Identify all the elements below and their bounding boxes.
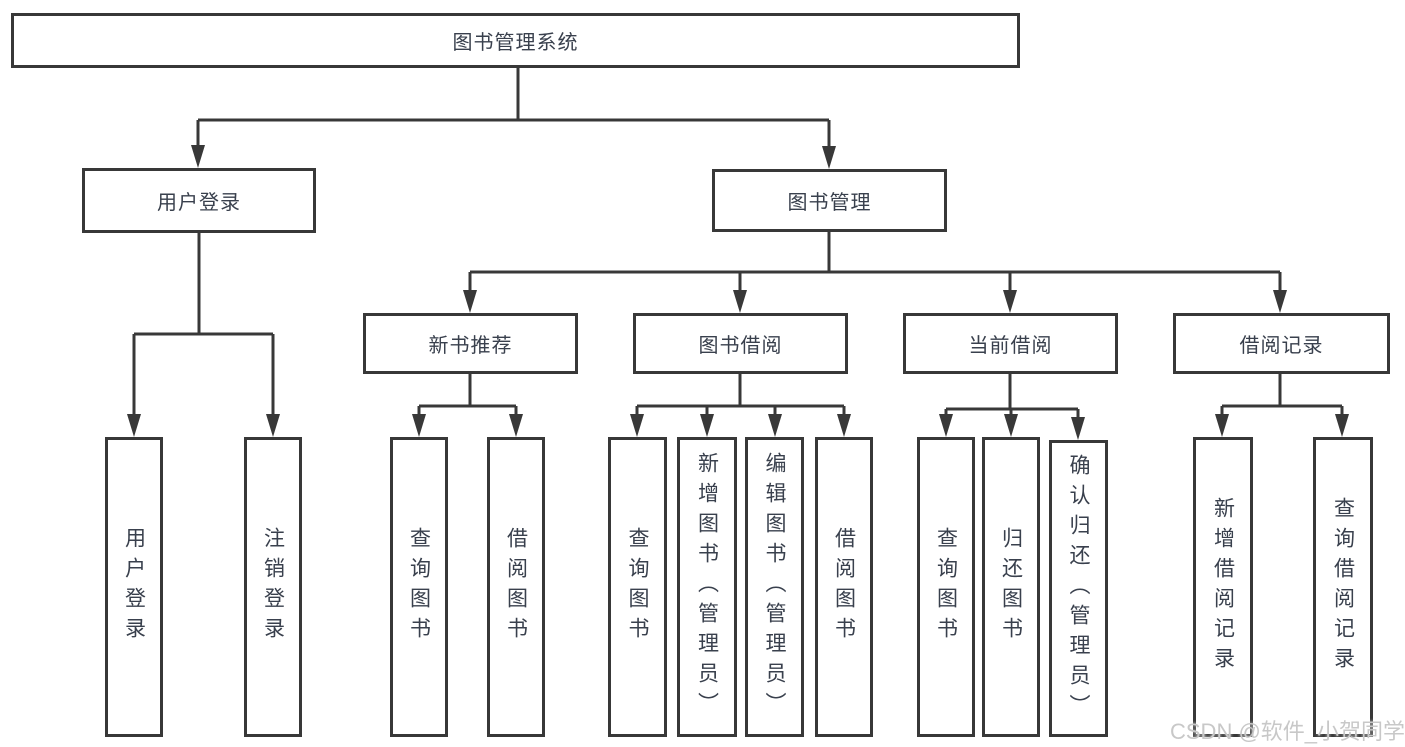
leaf-borrow-book-newbook-label: 借阅图书 [504, 527, 528, 647]
leaf-borrow-book-borrow-label: 借阅图书 [832, 527, 856, 647]
leaf-borrow-book-borrow: 借阅图书 [815, 437, 873, 737]
node-borrow-record: 借阅记录 [1173, 313, 1390, 374]
node-new-book-recommend: 新书推荐 [363, 313, 578, 374]
node-root: 图书管理系统 [11, 13, 1020, 68]
leaf-query-book-borrow: 查询图书 [608, 437, 667, 737]
leaf-query-book-newbook: 查询图书 [390, 437, 448, 737]
node-book-borrow-label: 图书借阅 [698, 335, 783, 357]
csdn-watermark: CSDN @软件_小贺同学 [1170, 719, 1405, 744]
leaf-return-book: 归还图书 [982, 437, 1040, 737]
leaf-query-borrow-record: 查询借阅记录 [1313, 437, 1373, 737]
leaf-edit-book-admin-label: 编辑图书（管理员） [763, 452, 786, 722]
node-user-login: 用户登录 [82, 168, 316, 233]
leaf-logout-label: 注销登录 [261, 527, 285, 647]
leaf-add-borrow-record: 新增借阅记录 [1193, 437, 1253, 737]
leaf-add-borrow-record-label: 新增借阅记录 [1211, 497, 1235, 677]
leaf-query-book-borrow-label: 查询图书 [626, 527, 649, 647]
leaf-query-book-newbook-label: 查询图书 [407, 527, 431, 647]
node-borrow-record-label: 借阅记录 [1239, 335, 1324, 357]
leaf-query-book-current: 查询图书 [917, 437, 975, 737]
leaf-query-book-current-label: 查询图书 [934, 527, 958, 647]
node-user-login-label: 用户登录 [157, 192, 241, 214]
leaf-confirm-return-admin: 确认归还（管理员） [1049, 440, 1108, 737]
node-book-borrow: 图书借阅 [633, 313, 848, 374]
leaf-logout: 注销登录 [244, 437, 302, 737]
node-current-borrow-label: 当前借阅 [968, 335, 1053, 357]
leaf-confirm-return-admin-label: 确认归还（管理员） [1067, 453, 1090, 724]
node-current-borrow: 当前借阅 [903, 313, 1118, 374]
leaf-user-login: 用户登录 [105, 437, 163, 737]
leaf-return-book-label: 归还图书 [999, 527, 1023, 647]
leaf-borrow-book-newbook: 借阅图书 [487, 437, 545, 737]
node-book-management-label: 图书管理 [787, 192, 872, 214]
node-new-book-recommend-label: 新书推荐 [428, 335, 513, 357]
leaf-user-login-label: 用户登录 [122, 527, 146, 647]
leaf-edit-book-admin: 编辑图书（管理员） [745, 437, 804, 737]
leaf-query-borrow-record-label: 查询借阅记录 [1331, 497, 1355, 677]
arrowheads [127, 145, 1349, 440]
leaf-add-book-admin: 新增图书（管理员） [677, 437, 737, 737]
node-root-label: 图书管理系统 [452, 32, 579, 54]
node-book-management: 图书管理 [712, 169, 947, 232]
leaf-add-book-admin-label: 新增图书（管理员） [695, 452, 719, 722]
